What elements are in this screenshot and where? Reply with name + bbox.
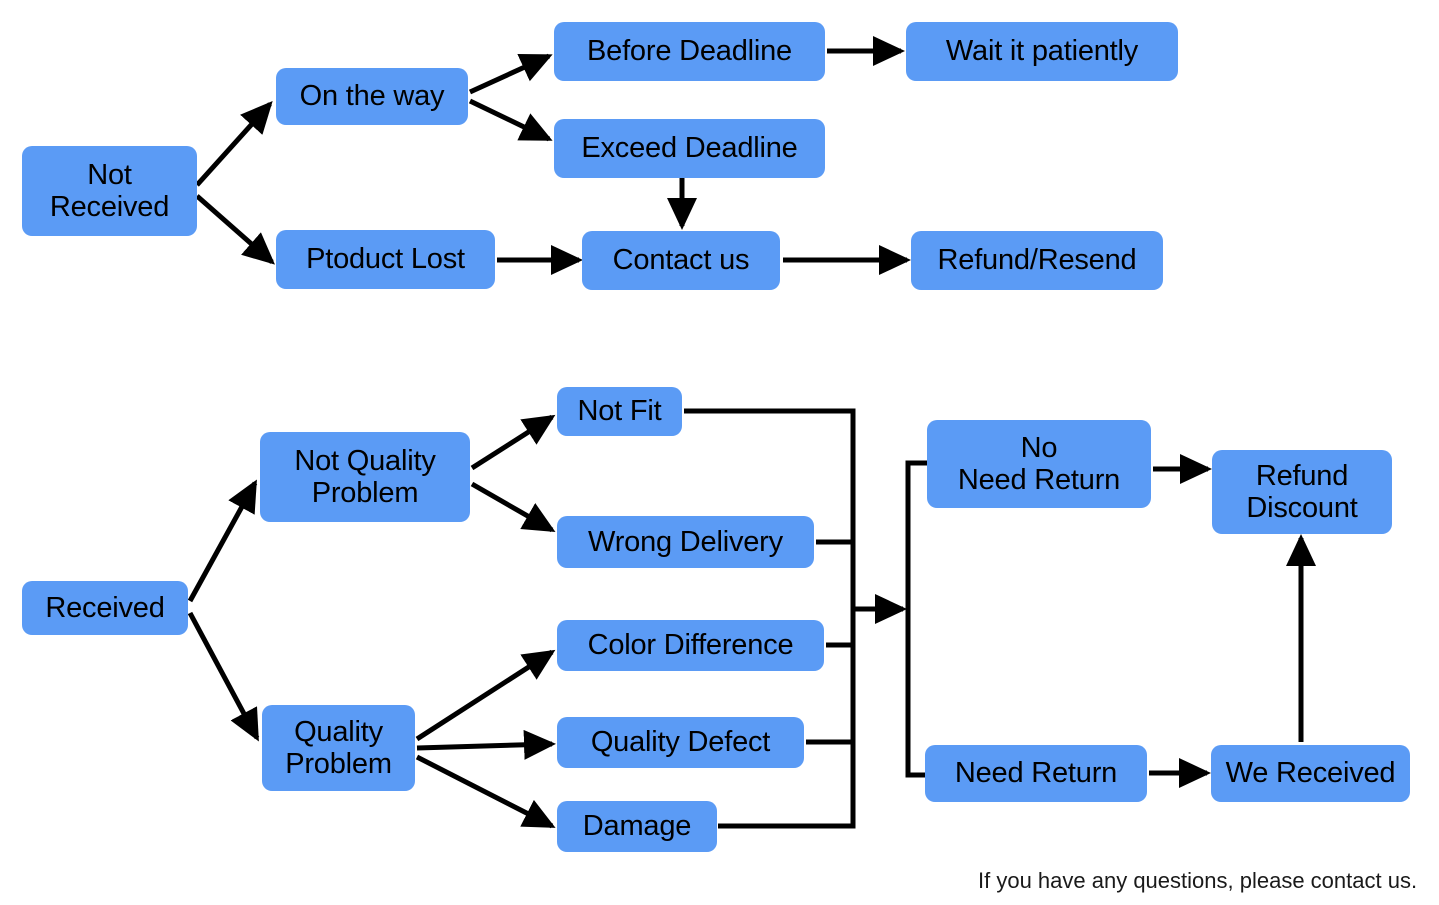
node-we-received[interactable]: We Received [1211,745,1410,802]
edge-quality-problem-to-quality-defect [416,729,556,760]
node-exceed-deadline[interactable]: Exceed Deadline [554,119,825,178]
edge-not-received-to-product-lost [195,194,276,265]
bus-damage [718,609,856,829]
node-not-fit[interactable]: Not Fit [557,387,682,436]
edge-on-the-way-to-exceed-deadline [468,98,553,142]
edge-on-the-way-to-before-deadline [468,53,553,95]
node-before-deadline[interactable]: Before Deadline [554,22,825,81]
node-no-need-return[interactable]: No Need Return [927,420,1151,508]
node-wrong-delivery[interactable]: Wrong Delivery [557,516,814,568]
edge-received-to-quality-problem [187,611,260,742]
edge-quality-problem-to-color-difference [415,649,556,742]
node-not-quality-problem[interactable]: Not Quality Problem [260,432,470,522]
footer-contact-note: If you have any questions, please contac… [978,868,1418,893]
node-on-the-way[interactable]: On the way [276,68,468,125]
node-product-lost[interactable]: Ptoduct Lost [276,230,495,289]
node-contact-us[interactable]: Contact us [582,231,780,290]
node-color-difference[interactable]: Color Difference [557,620,824,671]
node-quality-problem[interactable]: Quality Problem [262,705,415,791]
edge-not-received-to-on-the-way [195,101,273,187]
edge-not-quality-problem-to-wrong-delivery [470,481,556,533]
edge-quality-problem-to-damage [415,754,556,829]
node-wait-it-patiently[interactable]: Wait it patiently [906,22,1178,81]
edge-not-quality-problem-to-not-fit [470,414,556,471]
bus-split-to-no-need-return [905,460,930,609]
bus-split-to-need-return [905,609,929,778]
edge-received-to-not-quality-problem [187,479,258,603]
node-quality-defect[interactable]: Quality Defect [557,717,804,768]
bus-not-fit [684,408,856,609]
node-refund-resend[interactable]: Refund/Resend [911,231,1163,290]
node-need-return[interactable]: Need Return [925,745,1147,802]
node-not-received[interactable]: Not Received [22,146,197,236]
node-damage[interactable]: Damage [557,801,717,852]
node-received[interactable]: Received [22,581,188,635]
node-refund-discount[interactable]: Refund Discount [1212,450,1392,534]
